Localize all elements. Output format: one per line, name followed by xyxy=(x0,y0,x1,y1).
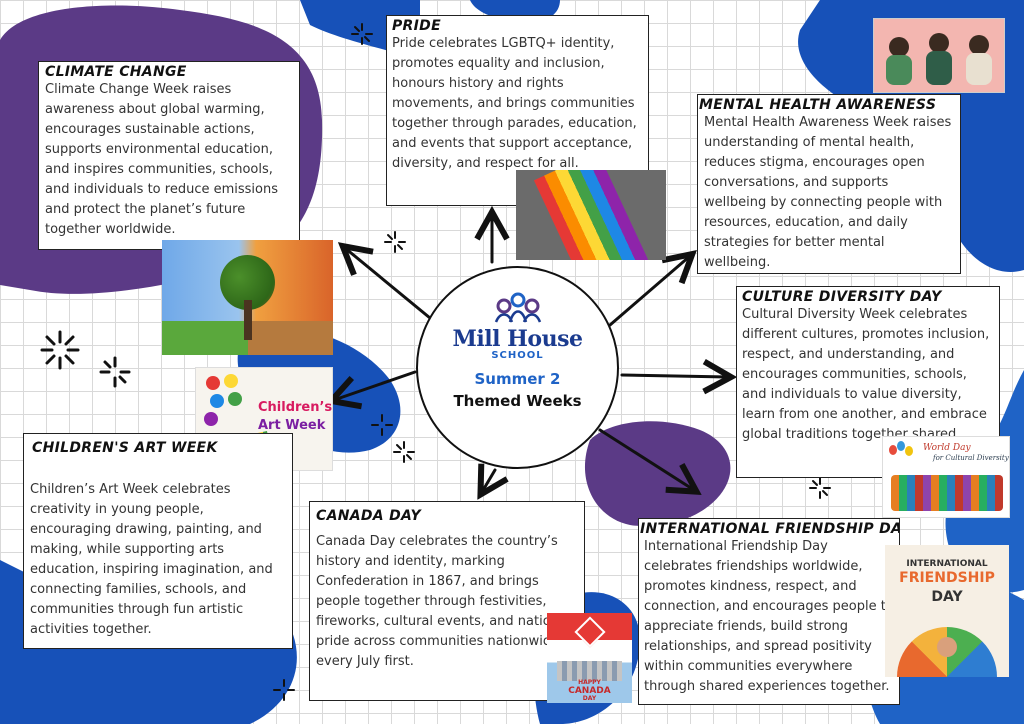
friendship-label-3: DAY xyxy=(931,589,963,605)
canada-day-image: HAPPY CANADA DAY xyxy=(547,613,632,703)
climate-change-text: Climate Change Week raises awareness abo… xyxy=(45,82,278,237)
school-logo-icon xyxy=(494,292,541,323)
climate-change-card: CLIMATE CHANGE Climate Change Week raise… xyxy=(38,61,300,250)
sparkle-right xyxy=(809,477,831,499)
childrens-art-title: CHILDREN'S ART WEEK xyxy=(32,440,218,456)
pride-image xyxy=(516,170,666,260)
center-title-circle: Mill House SCHOOL Summer 2 Themed Weeks xyxy=(416,266,619,469)
sparkle-mid-2 xyxy=(393,441,415,463)
canada-label-3: DAY xyxy=(582,695,597,702)
culture-diversity-title: CULTURE DIVERSITY DAY xyxy=(742,289,942,305)
purple-blob-bottom-center xyxy=(584,421,731,527)
sparkle-mid xyxy=(371,414,393,436)
diversity-label-2: for Cultural Diversity xyxy=(933,454,1009,462)
sparkle-top-left xyxy=(351,23,373,45)
sparkle-decorations xyxy=(40,23,831,701)
friendship-day-card: INTERNATIONAL FRIENDSHIP DAY Internation… xyxy=(638,518,900,705)
sparkle-left xyxy=(40,330,80,370)
friendship-day-image: INTERNATIONAL FRIENDSHIP DAY xyxy=(885,545,1009,677)
canada-day-text: Canada Day celebrates the country’s hist… xyxy=(316,534,571,669)
childrens-art-card: CHILDREN'S ART WEEK Children’s Art Week … xyxy=(23,433,293,649)
sparkle-bottom-left xyxy=(273,679,295,701)
arrow-to-canada xyxy=(482,470,495,492)
canada-day-card: CANADA DAY Canada Day celebrates the cou… xyxy=(309,501,585,701)
center-title: Themed Weeks xyxy=(453,392,582,410)
art-label-1: Children’s xyxy=(258,400,333,415)
friendship-label-1: INTERNATIONAL xyxy=(906,559,988,569)
friendship-day-title: INTERNATIONAL FRIENDSHIP DAY xyxy=(640,521,900,537)
mental-health-text: Mental Health Awareness Week raises unde… xyxy=(704,115,952,270)
canada-day-title: CANADA DAY xyxy=(316,508,421,524)
mental-health-image xyxy=(873,18,1005,93)
art-label-2: Art Week xyxy=(258,418,326,433)
diversity-label-1: World Day xyxy=(923,443,971,453)
maple-leaf-icon xyxy=(574,616,606,648)
arrow-to-climate xyxy=(345,248,432,320)
childrens-art-text: Children’s Art Week celebrates creativit… xyxy=(30,482,273,637)
climate-change-title: CLIMATE CHANGE xyxy=(45,64,187,80)
friendship-day-text: International Friendship Day celebrates … xyxy=(644,539,894,694)
arrow-to-art xyxy=(334,370,417,400)
sparkle-top xyxy=(384,231,406,253)
arrow-to-culture xyxy=(620,375,728,377)
pride-title: PRIDE xyxy=(392,18,441,34)
friendship-label-2: FRIENDSHIP xyxy=(899,570,995,586)
school-name: Mill House xyxy=(452,326,583,352)
climate-change-image xyxy=(162,240,333,355)
canada-label-1: HAPPY xyxy=(578,679,601,686)
pride-text: Pride celebrates LGBTQ+ identity, promot… xyxy=(392,36,637,171)
mental-health-card: MENTAL HEALTH AWARENESS Mental Health Aw… xyxy=(697,94,961,274)
center-subtitle: Summer 2 xyxy=(474,370,561,388)
mental-health-title: MENTAL HEALTH AWARENESS xyxy=(699,97,937,113)
culture-diversity-text: Cultural Diversity Week celebrates diffe… xyxy=(742,307,990,442)
school-subname: SCHOOL xyxy=(491,350,544,361)
arrow-to-mental xyxy=(608,256,690,327)
cultural-diversity-image: World Day for Cultural Diversity xyxy=(882,436,1010,518)
sparkle-left-2 xyxy=(99,356,131,388)
canada-label-2: CANADA xyxy=(568,686,611,696)
arrow-to-friendship xyxy=(598,428,694,490)
